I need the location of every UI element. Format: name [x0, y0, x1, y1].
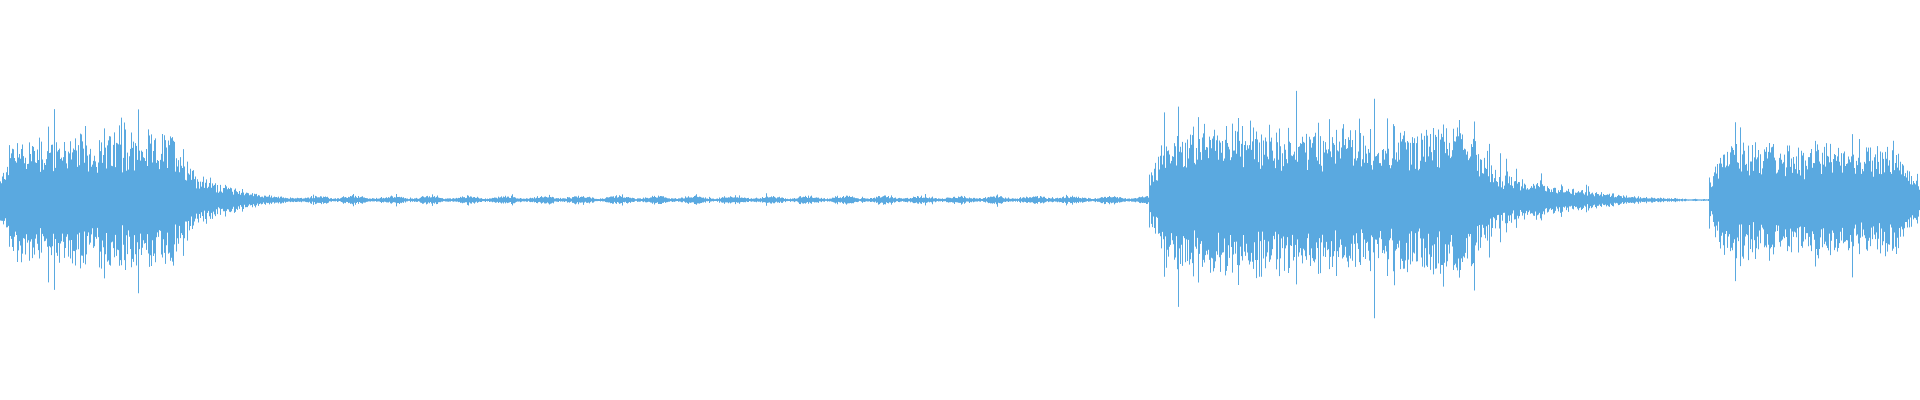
waveform-samples — [0, 90, 1920, 319]
